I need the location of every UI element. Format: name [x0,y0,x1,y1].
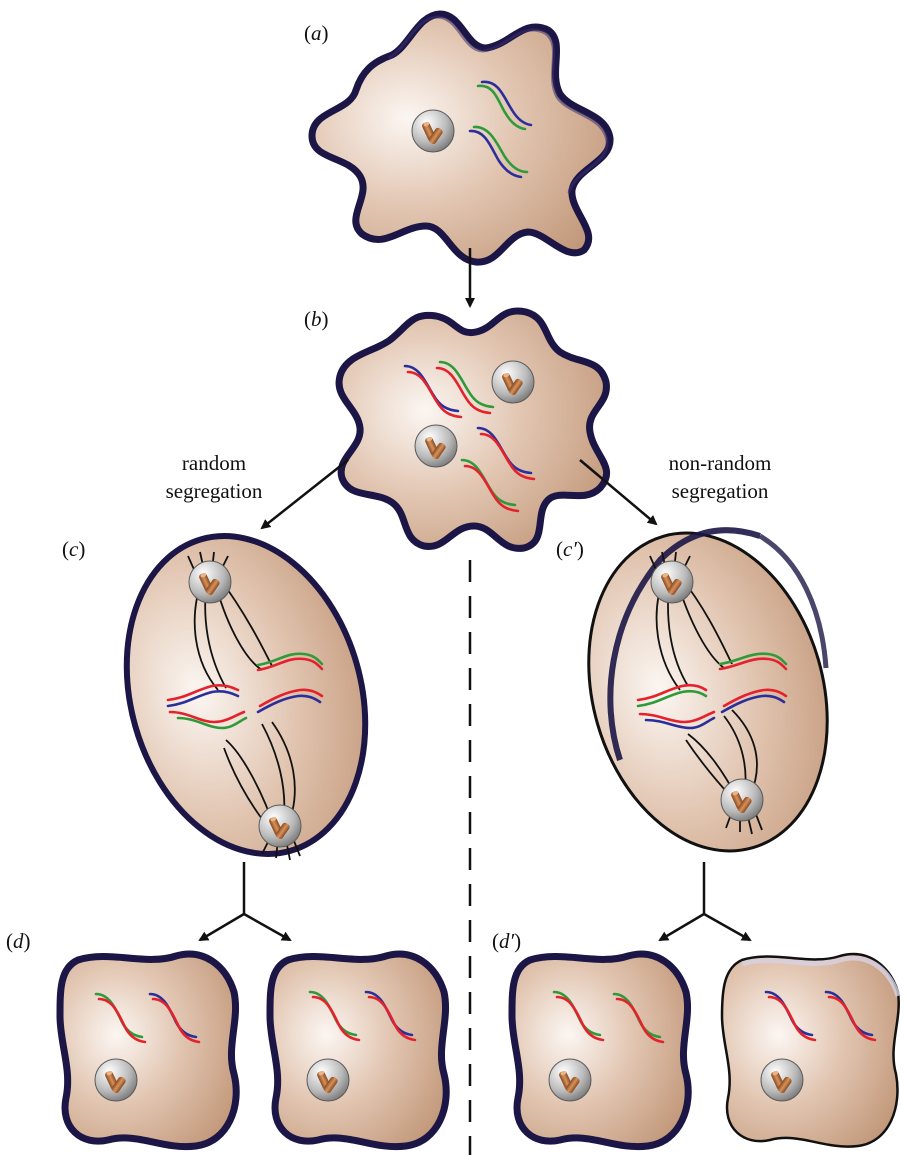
label-d-prime: (d′) [492,929,521,953]
centrosome-icon [761,1059,803,1101]
caption-nonrandom-line2: segregation [672,479,769,503]
cell-d-left-membrane [60,954,236,1147]
cell-c-membrane [91,508,401,883]
cell-d-right [270,954,446,1147]
caption-random-line2: segregation [166,479,263,503]
centrosome-icon [307,1059,349,1101]
cell-d-prime-left [512,954,688,1147]
centrosome-icon [492,361,534,403]
cell-a-membrane [312,14,610,262]
cell-b [339,311,607,548]
arrow-to-c [262,460,348,528]
cell-c [91,508,401,883]
cell-c-prime [553,505,863,880]
caption-nonrandom-line1: non-random [669,451,772,475]
centrosome-icon [412,110,454,152]
fork-arrow-right [660,862,750,940]
centrosome-icon [259,805,301,847]
centrosome-icon [549,1059,591,1101]
centrosome-icon [95,1059,137,1101]
centrosome-icon [651,561,693,603]
centrosome-icon [415,425,457,467]
cell-d-left [60,954,236,1147]
fork-arrow-left [200,862,290,940]
label-b: (b) [304,307,329,331]
label-a: (a) [304,21,329,45]
cell-c-prime-membrane [553,505,863,880]
centrosome-icon [721,779,763,821]
label-c-prime: (c′) [556,537,584,561]
centrosome-icon [189,561,231,603]
caption-random-line1: random [182,451,246,475]
label-c: (c) [62,537,85,561]
cell-d-prime-left-membrane [512,954,688,1147]
label-d: (d) [6,929,31,953]
cell-d-prime-right [722,954,899,1147]
cell-d-prime-right-membrane [722,954,899,1147]
cell-b-membrane [339,311,607,548]
cell-a [312,14,610,262]
cell-d-right-membrane [270,954,446,1147]
